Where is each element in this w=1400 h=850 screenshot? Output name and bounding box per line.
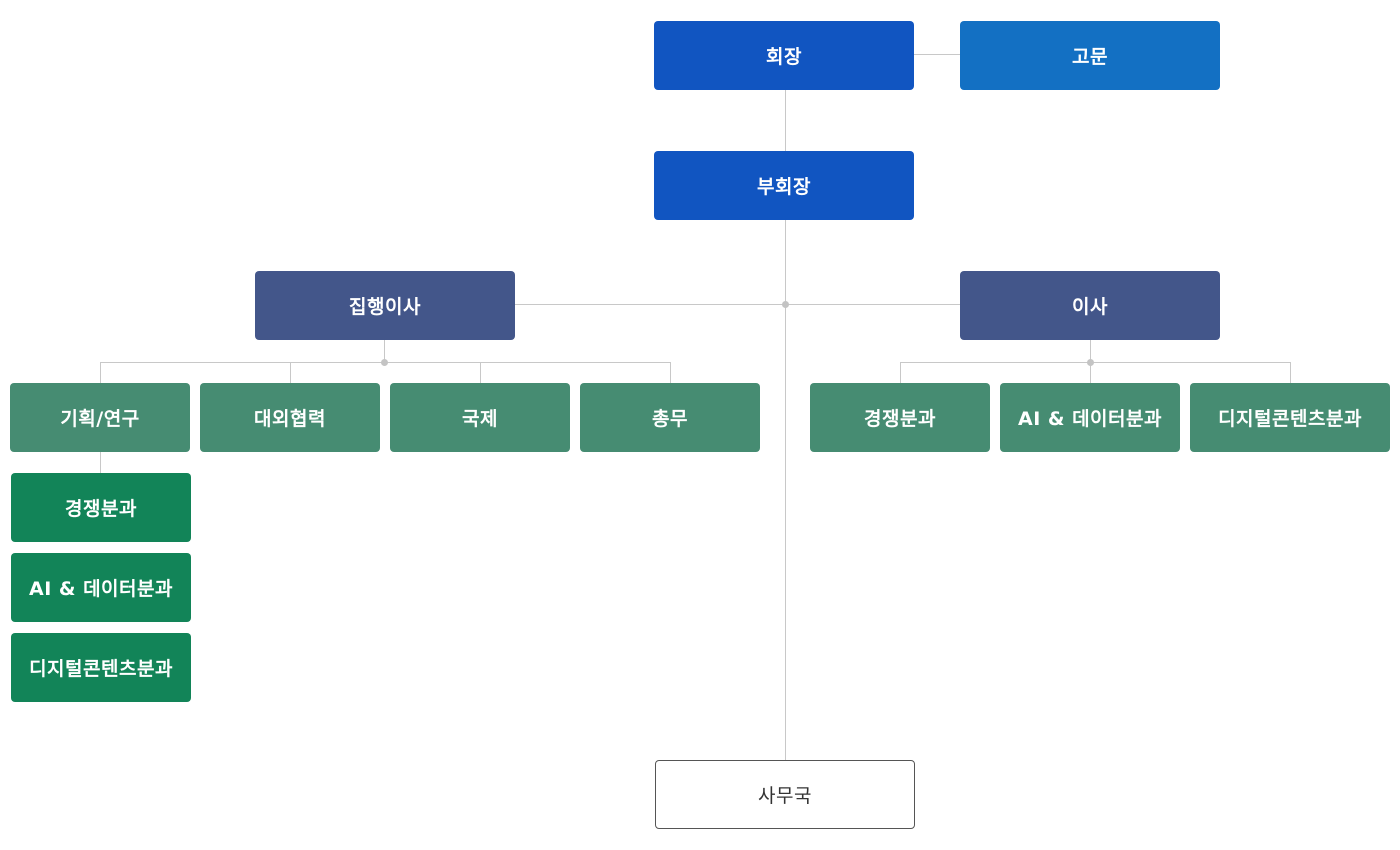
junction-dot-center bbox=[782, 301, 789, 308]
department-international[interactable]: 국제 bbox=[390, 383, 570, 452]
connector-executive-down bbox=[384, 340, 385, 362]
connector-branch-2 bbox=[290, 362, 291, 383]
planning-subcommittee-ai-data[interactable]: AI & 데이터분과 bbox=[11, 553, 191, 622]
connector-director-branch-2 bbox=[1090, 362, 1091, 383]
connector-director-branch-1 bbox=[900, 362, 901, 383]
department-general-affairs[interactable]: 총무 bbox=[580, 383, 760, 452]
director-subcommittee-digital-content[interactable]: 디지털콘텐츠분과 bbox=[1190, 383, 1390, 452]
executive-director-box[interactable]: 집행이사 bbox=[255, 271, 515, 340]
chairman-box[interactable]: 회장 bbox=[654, 21, 914, 90]
vice-chairman-label: 부회장 bbox=[757, 176, 811, 198]
director-box[interactable]: 이사 bbox=[960, 271, 1220, 340]
planning-subcommittee-competition[interactable]: 경쟁분과 bbox=[11, 473, 191, 542]
connector-branch-1 bbox=[100, 362, 101, 383]
connector-director-down bbox=[1090, 340, 1091, 362]
advisor-box[interactable]: 고문 bbox=[960, 21, 1220, 90]
department-label: 국제 bbox=[462, 408, 498, 430]
department-external-relations[interactable]: 대외협력 bbox=[200, 383, 380, 452]
planning-subcommittee-digital-content[interactable]: 디지털콘텐츠분과 bbox=[11, 633, 191, 702]
department-planning-research[interactable]: 기획/연구 bbox=[10, 383, 190, 452]
executive-director-label: 집행이사 bbox=[349, 296, 421, 318]
subcommittee-label: AI & 데이터분과 bbox=[1018, 408, 1162, 430]
department-label: 총무 bbox=[652, 408, 688, 430]
connector-director-branches bbox=[900, 362, 1291, 363]
connector-directors-horizontal bbox=[515, 304, 960, 305]
connector-chairman-advisor bbox=[914, 54, 960, 55]
subcommittee-label: 경쟁분과 bbox=[65, 498, 137, 520]
junction-dot-director bbox=[1087, 359, 1094, 366]
subcommittee-label: AI & 데이터분과 bbox=[29, 578, 173, 600]
director-subcommittee-competition[interactable]: 경쟁분과 bbox=[810, 383, 990, 452]
subcommittee-label: 경쟁분과 bbox=[864, 408, 936, 430]
vice-chairman-box[interactable]: 부회장 bbox=[654, 151, 914, 220]
department-label: 대외협력 bbox=[254, 408, 326, 430]
connector-director-branch-3 bbox=[1290, 362, 1291, 383]
department-label: 기획/연구 bbox=[60, 408, 140, 430]
secretariat-box[interactable]: 사무국 bbox=[655, 760, 915, 829]
connector-branch-3 bbox=[480, 362, 481, 383]
connector-planning-down bbox=[100, 452, 101, 473]
junction-dot-executive bbox=[381, 359, 388, 366]
chairman-label: 회장 bbox=[766, 46, 802, 68]
connector-main-spine bbox=[785, 90, 786, 760]
connector-branch-4 bbox=[670, 362, 671, 383]
director-label: 이사 bbox=[1072, 296, 1108, 318]
secretariat-label: 사무국 bbox=[758, 785, 812, 807]
subcommittee-label: 디지털콘텐츠분과 bbox=[29, 658, 173, 680]
advisor-label: 고문 bbox=[1072, 46, 1108, 68]
subcommittee-label: 디지털콘텐츠분과 bbox=[1218, 408, 1362, 430]
director-subcommittee-ai-data[interactable]: AI & 데이터분과 bbox=[1000, 383, 1180, 452]
